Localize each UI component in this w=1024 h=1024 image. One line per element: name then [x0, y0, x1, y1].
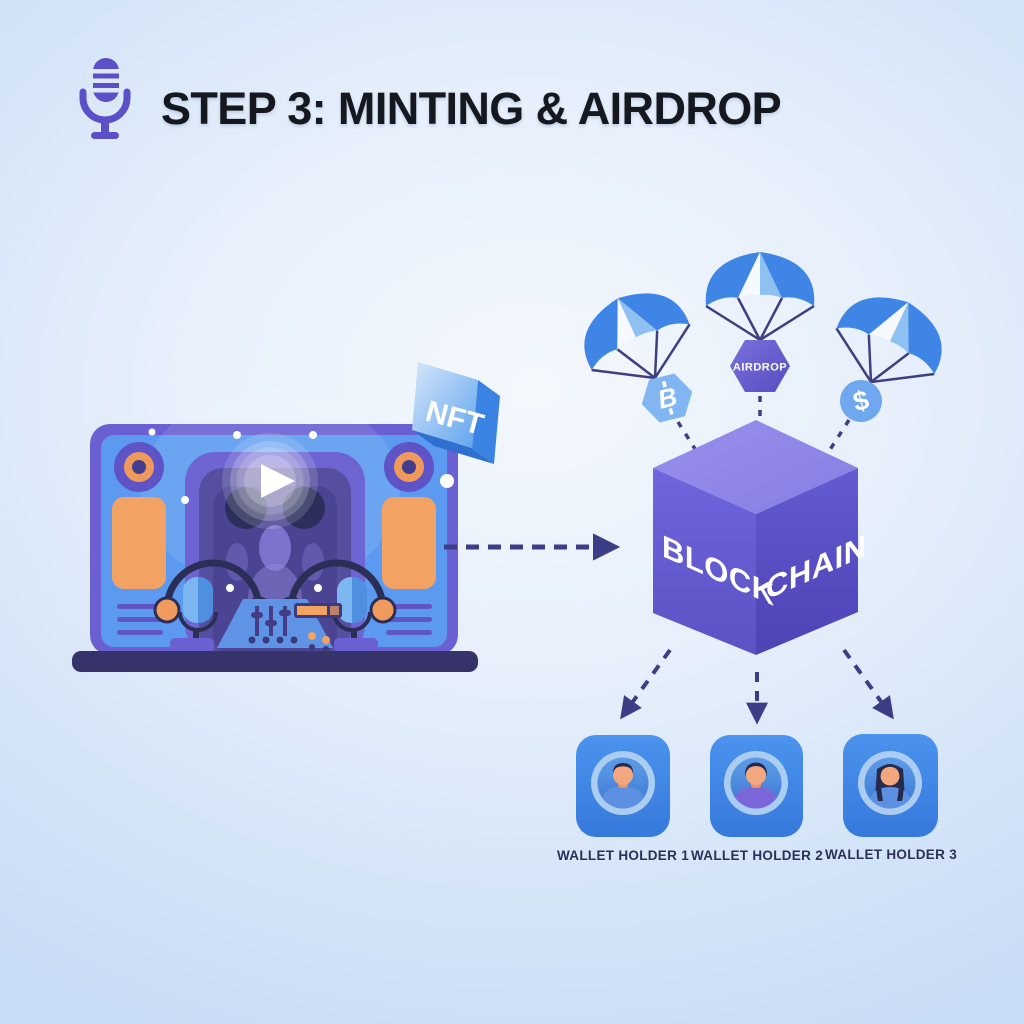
parachute-airdrop: AIRDROP	[704, 250, 816, 424]
wallet-holder-3-label: WALLET HOLDER 3	[825, 847, 957, 862]
side-lines-right	[386, 604, 432, 635]
speaker-left-icon	[114, 442, 164, 492]
podcast-studio-illustration	[72, 390, 478, 672]
mixer-console	[217, 599, 342, 652]
cube-top-face	[653, 420, 858, 514]
airdrop-label: AIRDROP	[733, 362, 787, 374]
distribution-arrows	[620, 648, 894, 725]
dollar-coin-icon: $	[840, 380, 882, 422]
wallet-card-2: WALLET HOLDER 2	[691, 735, 823, 863]
parachute-bitcoin: B	[567, 274, 706, 461]
page-title: STEP 3: MINTING & AIRDROP	[161, 83, 782, 134]
airdrop-hexagon: AIRDROP	[730, 340, 790, 392]
dollar-symbol: $	[850, 385, 872, 418]
laptop-base	[72, 651, 478, 672]
side-panel-left	[112, 497, 166, 589]
microphone-icon	[79, 58, 131, 139]
side-lines-left	[117, 604, 163, 635]
play-button-icon	[222, 433, 318, 529]
parachute-dollar: $	[820, 278, 959, 460]
wallet-card-3: WALLET HOLDER 3	[825, 734, 957, 862]
sparkle-dots	[148, 428, 454, 592]
side-panel-right	[382, 497, 436, 589]
bitcoin-hexagon-icon: B	[641, 373, 693, 423]
wallet-card-1: WALLET HOLDER 1	[557, 735, 689, 863]
cube-left-face	[653, 468, 756, 655]
blockchain-cube: BLOCK CHAIN	[653, 420, 867, 655]
header: STEP 3: MINTING & AIRDROP	[76, 56, 782, 140]
cube-right-face	[756, 468, 858, 655]
wallet-holder-2-label: WALLET HOLDER 2	[691, 848, 823, 863]
nft-tag: NFT	[412, 362, 500, 464]
wallet-holder-1-label: WALLET HOLDER 1	[557, 848, 689, 863]
speaker-right-icon	[384, 442, 434, 492]
